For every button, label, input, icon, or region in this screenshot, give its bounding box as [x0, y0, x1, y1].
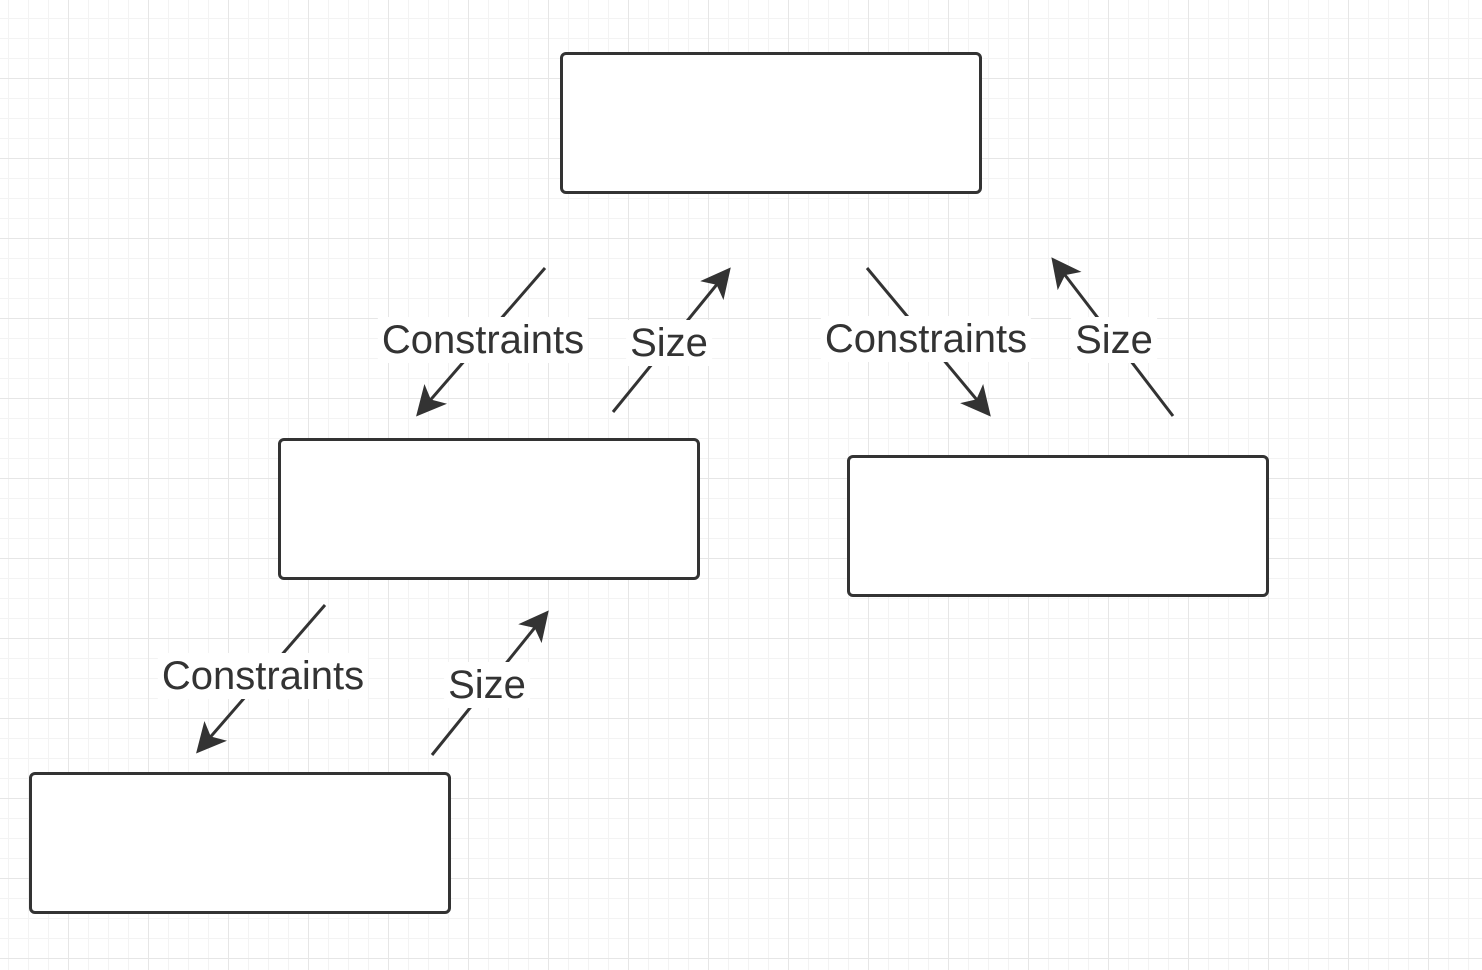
root-node[interactable]	[560, 52, 982, 194]
edge-label-size: Size	[444, 662, 530, 708]
edge-label-constraints: Constraints	[820, 316, 1032, 362]
edge-label-constraints: Constraints	[377, 317, 589, 363]
child-right-node[interactable]	[847, 455, 1269, 597]
grandchild-node[interactable]	[29, 772, 451, 914]
edge-label-size: Size	[1071, 317, 1157, 363]
edge-label-constraints: Constraints	[157, 653, 369, 699]
edge-label-size: Size	[626, 320, 712, 366]
child-left-node[interactable]	[278, 438, 700, 580]
